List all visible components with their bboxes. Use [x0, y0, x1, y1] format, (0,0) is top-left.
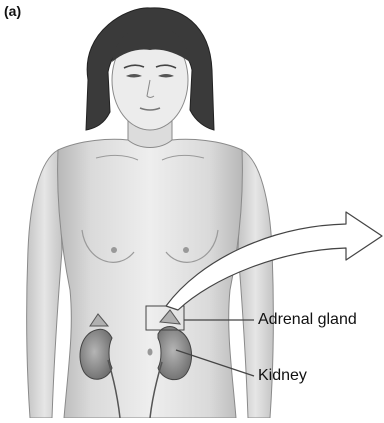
face [112, 26, 190, 130]
navel [148, 349, 153, 356]
panel-label: (a) [4, 3, 21, 19]
kidney-label: Kidney [258, 367, 307, 385]
left-arm [27, 150, 62, 418]
adrenal-gland-label: Adrenal gland [258, 311, 357, 329]
